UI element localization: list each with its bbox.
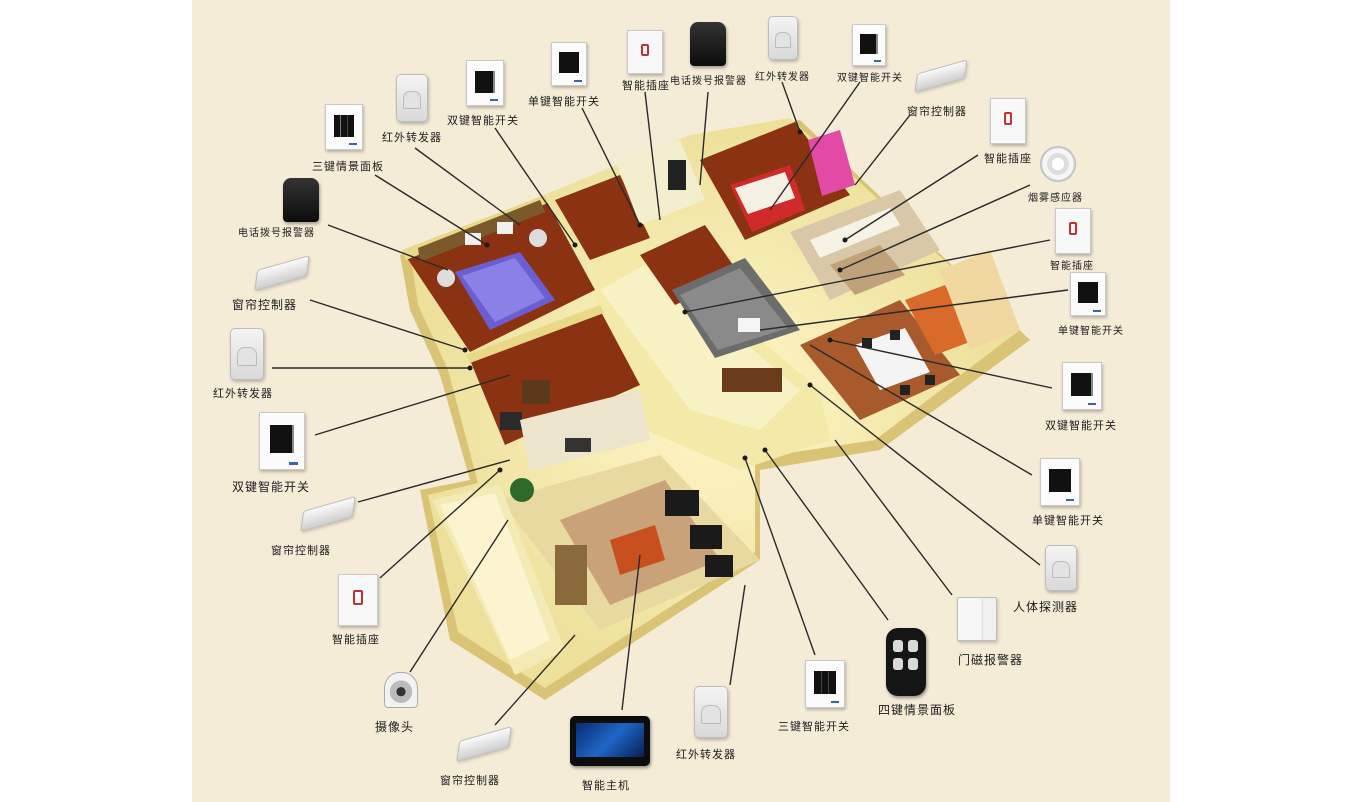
ir-transponder-icon xyxy=(694,686,728,738)
label-body-detector: 人体探测器 xyxy=(1013,600,1079,614)
label-ir-transponder: 红外转发器 xyxy=(676,748,736,761)
label-single-switch: 单键智能开关 xyxy=(528,95,600,108)
room-study xyxy=(466,305,640,445)
label-single-switch: 单键智能开关 xyxy=(1032,514,1104,527)
label-phone-dialer: 电话拨号报警器 xyxy=(670,76,747,87)
room-balcony xyxy=(432,485,565,675)
smart-socket-icon xyxy=(1055,208,1091,254)
label-smart-socket: 智能插座 xyxy=(622,79,670,92)
label-three-key-scene-panel: 三键情景面板 xyxy=(312,160,384,173)
label-curtain-controller: 窗帘控制器 xyxy=(907,105,967,118)
room-second-bedroom xyxy=(700,122,855,240)
label-double-switch: 双键智能开关 xyxy=(837,73,903,84)
double-switch-icon xyxy=(259,412,305,470)
three-key-switch-icon xyxy=(805,660,845,708)
remote-control-icon xyxy=(886,628,926,696)
ir-transponder-icon xyxy=(768,16,798,60)
ir-transponder-icon xyxy=(396,74,428,122)
leader-lines xyxy=(272,81,1069,726)
three-key-scene-panel-icon xyxy=(325,104,363,150)
label-four-key-scene-panel: 四键情景面板 xyxy=(878,703,957,717)
label-ir-transponder: 红外转发器 xyxy=(755,72,810,83)
single-switch-icon xyxy=(551,42,587,86)
label-camera: 摄像头 xyxy=(375,720,415,734)
smart-socket-icon xyxy=(990,98,1026,144)
room-master-bedroom xyxy=(402,195,595,352)
single-switch-icon xyxy=(1070,272,1106,316)
label-ir-transponder: 红外转发器 xyxy=(382,131,442,144)
label-door-sensor: 门磁报警器 xyxy=(958,653,1024,667)
label-single-switch: 单键智能开关 xyxy=(1058,326,1124,337)
double-switch-icon xyxy=(1062,362,1102,410)
leader-dots xyxy=(462,129,848,473)
smart-socket-icon xyxy=(338,574,378,626)
entry-cabinet xyxy=(722,368,782,392)
label-smart-socket: 智能插座 xyxy=(984,152,1032,165)
label-ir-transponder: 红外转发器 xyxy=(213,387,273,400)
ir-transponder-icon xyxy=(230,328,264,380)
label-curtain-controller: 窗帘控制器 xyxy=(271,544,331,557)
smoke-detector-icon xyxy=(1040,146,1076,182)
label-curtain-controller: 窗帘控制器 xyxy=(232,298,298,312)
phone-dialer-icon xyxy=(283,178,319,222)
body-detector-icon xyxy=(1045,545,1077,591)
phone-dialer-icon xyxy=(690,22,726,66)
label-double-switch: 双键智能开关 xyxy=(1045,419,1117,432)
door-sensor-icon xyxy=(957,597,997,641)
room-living xyxy=(500,390,760,630)
label-phone-dialer: 电话拨号报警器 xyxy=(238,228,315,239)
label-double-switch: 双键智能开关 xyxy=(447,114,519,127)
label-smart-socket: 智能插座 xyxy=(332,633,380,646)
label-three-key-switch: 三键智能开关 xyxy=(778,720,850,733)
label-curtain-controller: 窗帘控制器 xyxy=(440,774,500,787)
double-switch-icon xyxy=(852,24,886,66)
smart-host-icon xyxy=(570,716,650,766)
double-switch-icon xyxy=(466,60,504,106)
camera-icon xyxy=(384,672,418,708)
room-dining xyxy=(800,250,1020,420)
single-switch-icon xyxy=(1040,458,1080,506)
label-double-switch: 双键智能开关 xyxy=(232,480,311,494)
smart-socket-icon xyxy=(627,30,663,74)
label-smart-socket: 智能插座 xyxy=(1050,261,1094,272)
label-smoke-detector: 烟雾感应器 xyxy=(1028,193,1083,204)
label-smart-host: 智能主机 xyxy=(582,779,630,792)
